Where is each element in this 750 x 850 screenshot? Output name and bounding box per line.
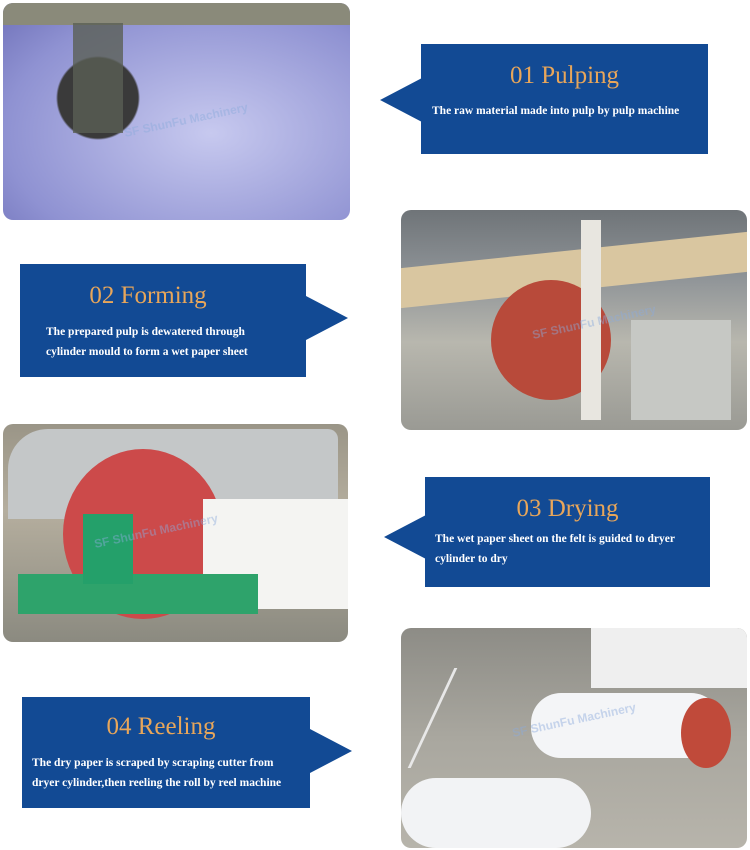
step-description: The prepared pulp is dewatered through c… [46,322,248,362]
forming-photo: SF ShunFu Machinery [401,210,747,430]
pointer-arrow [306,296,348,340]
drying-photo: SF ShunFu Machinery [3,424,348,642]
step-forming-box: 02 Forming The prepared pulp is dewatere… [20,264,348,377]
step-title: 01 Pulping [509,62,620,89]
step-reeling-box: 04 Reeling The dry paper is scraped by s… [22,697,352,808]
step-description: The dry paper is scraped by scraping cut… [32,753,281,793]
desc-line: cylinder to dry [435,553,508,565]
step-description: The raw material made into pulp by pulp … [432,105,680,117]
desc-line: The prepared pulp is dewatered through [46,326,245,338]
desc-line: cylinder mould to form a wet paper sheet [46,346,248,358]
pointer-arrow [310,729,352,773]
desc-line: dryer cylinder,then reeling the roll by … [32,777,282,789]
step-title: 02 Forming [89,282,207,309]
desc-line: The wet paper sheet on the felt is guide… [435,533,675,545]
step-pulping-box: 01 Pulping The raw material made into pu… [380,44,708,154]
desc-line: The dry paper is scraped by scraping cut… [32,757,274,769]
step-title: 03 Drying [516,495,619,522]
pulping-photo: SF ShunFu Machinery [3,3,350,220]
pointer-arrow [380,78,422,122]
step-description: The wet paper sheet on the felt is guide… [435,529,675,569]
pointer-arrow [384,515,426,559]
step-title: 04 Reeling [106,713,216,740]
watermark: SF ShunFu Machinery [122,100,250,140]
reeling-photo: SF ShunFu Machinery [401,628,747,848]
step-drying-box: 03 Drying The wet paper sheet on the fel… [384,477,710,587]
